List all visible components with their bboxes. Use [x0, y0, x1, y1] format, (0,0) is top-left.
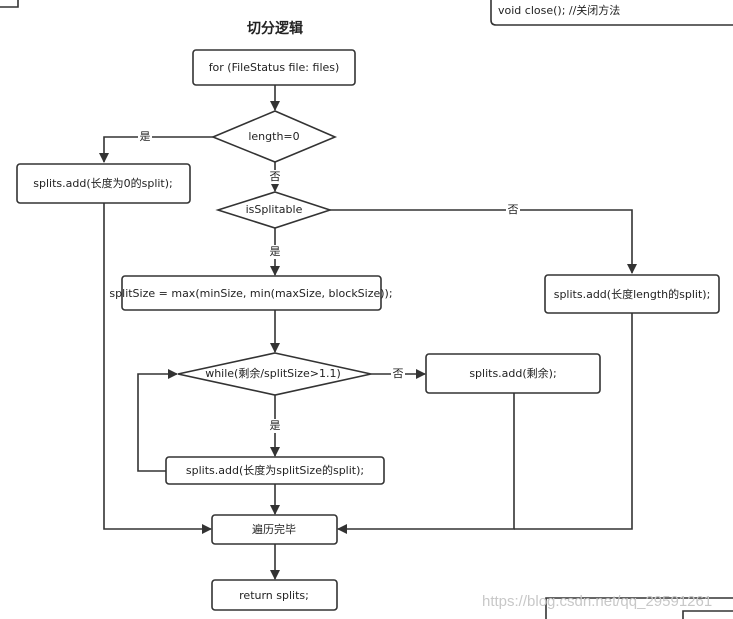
node-split-size-text: splitSize = max(minSize, min(maxSize, bl… — [109, 287, 392, 300]
node-loop — [192, 49, 356, 86]
edge-length-yes — [99, 136, 213, 163]
edge-length-to-done — [514, 313, 633, 530]
node-add-remainder-text: splits.add(剩余); — [469, 366, 556, 380]
cropped-box-top-left — [0, 0, 19, 8]
node-return — [211, 579, 338, 611]
edge-splitable-no — [330, 209, 637, 274]
node-add-zero — [16, 163, 191, 204]
side-note-line: void close(); //关闭方法 — [498, 3, 620, 17]
node-done — [211, 514, 338, 545]
node-add-length — [544, 274, 720, 314]
node-return-text: return splits; — [239, 589, 309, 602]
node-add-length-text: splits.add(长度length的split); — [554, 287, 711, 301]
node-length-check — [210, 110, 338, 163]
node-add-split-size — [165, 456, 385, 485]
node-splitable-check — [215, 191, 333, 229]
label-length-yes: 是 — [140, 130, 151, 143]
node-add-split-size-text: splits.add(长度为splitSize的split); — [186, 463, 364, 477]
node-split-size — [121, 275, 382, 311]
node-while-check-text: while(剩余/splitSize>1.1) — [205, 366, 341, 380]
node-while-check — [177, 352, 372, 396]
cropped-box-bottom-right — [545, 597, 733, 619]
cropped-inner-box — [682, 610, 733, 619]
edge-loop-back — [137, 369, 178, 472]
watermark: https://blog.csdn.net/qq_29591261 — [482, 593, 712, 610]
side-note-box — [490, 0, 733, 26]
node-add-zero-text: splits.add(长度为0的split); — [33, 176, 173, 190]
node-add-remainder — [425, 353, 601, 394]
node-splitable-check-text: isSplitable — [246, 203, 303, 216]
label-splitable-yes: 是 — [270, 245, 281, 258]
node-done-text: 遍历完毕 — [252, 522, 296, 536]
label-splitable-no: 否 — [508, 203, 519, 216]
label-length-no: 否 — [270, 170, 281, 183]
label-while-no: 否 — [393, 367, 404, 380]
node-loop-text: for (FileStatus file: files) — [209, 61, 340, 74]
diagram-title: 切分逻辑 — [247, 20, 303, 37]
edge-zero-to-done — [103, 203, 212, 534]
label-while-yes: 是 — [270, 419, 281, 432]
node-length-check-text: length=0 — [248, 130, 299, 143]
